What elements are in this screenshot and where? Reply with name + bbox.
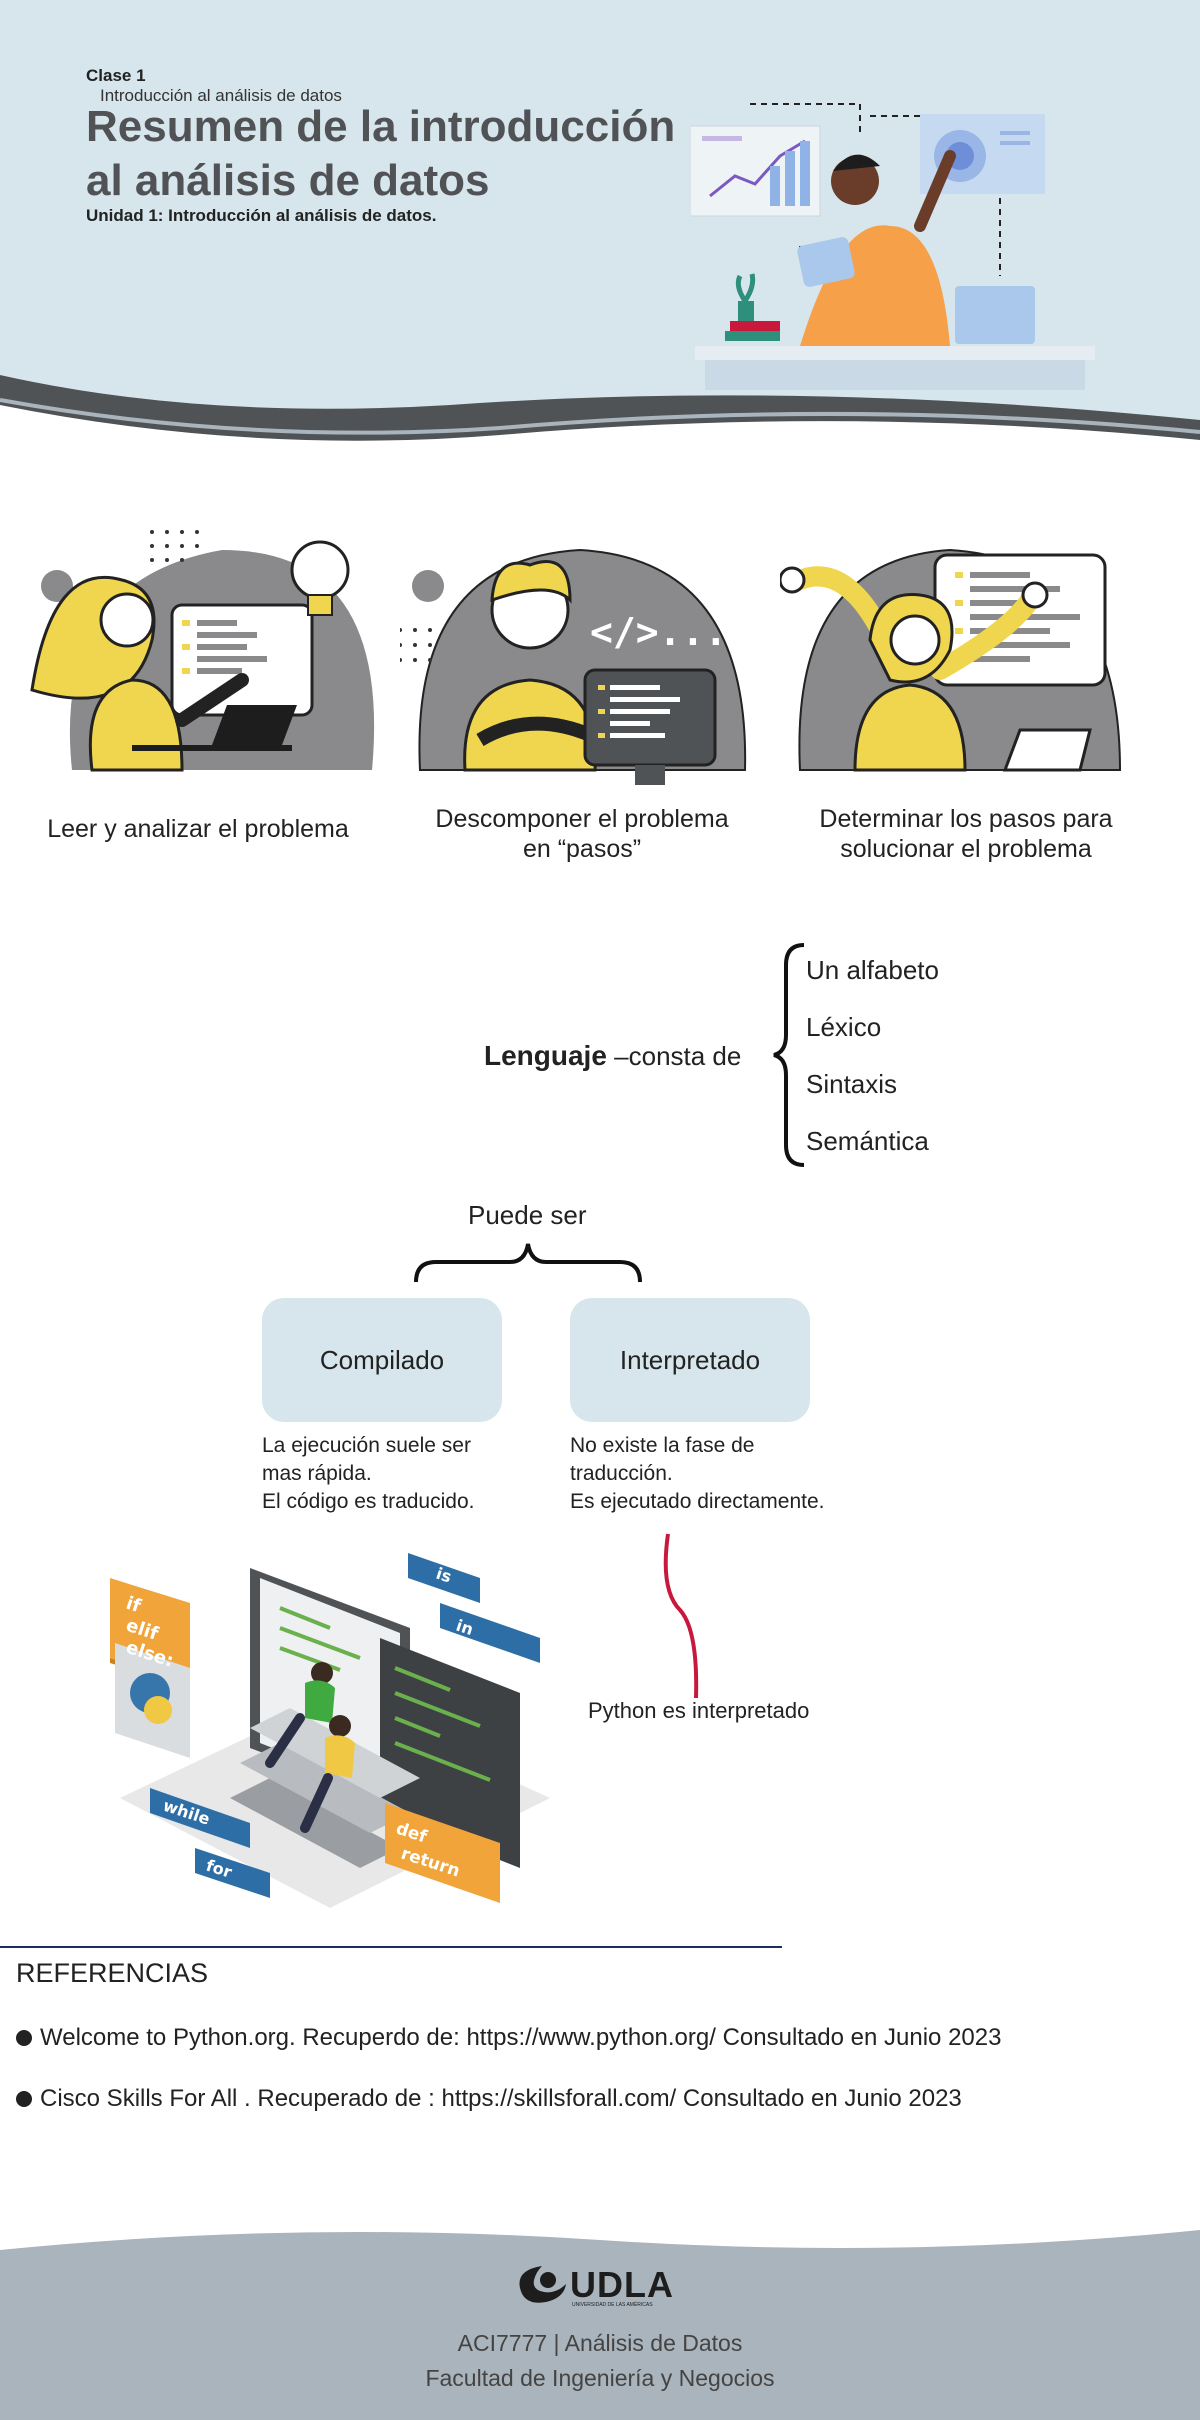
step-caption-decompose: Descomponer el problema en “pasos”: [402, 804, 762, 864]
connector-line: [663, 1533, 699, 1699]
udla-logo: UDLA UNIVERSIDAD DE LAS AMÉRICAS: [516, 2262, 686, 2316]
lenguaje-rest: –consta de: [606, 1041, 742, 1071]
compilado-description: La ejecución suele ser mas rápida. El có…: [262, 1432, 474, 1516]
compilado-desc-line2: mas rápida.: [262, 1462, 372, 1485]
lenguaje-word: Lenguaje: [484, 1040, 607, 1071]
header-wave: [0, 375, 1200, 480]
page-title-line1: Resumen de la introducción: [86, 102, 676, 151]
compilado-desc-line1: La ejecución suele ser: [262, 1434, 471, 1457]
component-alfabeto: Un alfabeto: [806, 955, 939, 985]
curly-brace-horizontal: [414, 1243, 642, 1283]
class-label: Clase 1: [86, 66, 146, 85]
step-caption-read: Leer y analizar el problema: [47, 815, 349, 843]
compilado-desc-line3: El código es traducido.: [262, 1490, 475, 1513]
footer-course: ACI7777 | Análisis de Datos: [457, 2330, 743, 2356]
presenter-illustration: [690, 103, 1095, 390]
compilado-box: Compilado: [262, 1298, 502, 1422]
page-title: Resumen de la introducción al análisis d…: [86, 100, 675, 208]
reference-cisco: Cisco Skills For All . Recuperado de : h…: [40, 2085, 962, 2112]
page-title-line2: al análisis de datos: [86, 156, 490, 205]
component-sintaxis: Sintaxis: [806, 1069, 898, 1099]
udla-logo-mark: [519, 2266, 566, 2303]
reference-item: Cisco Skills For All . Recuperado de : h…: [16, 2085, 962, 2113]
component-semantica: Semántica: [806, 1126, 929, 1156]
interpretado-desc-line3: Es ejecutado directamente.: [570, 1490, 825, 1513]
keyword-is: is: [434, 1564, 454, 1587]
reference-item: Welcome to Python.org. Recuperdo de: htt…: [16, 2024, 1001, 2052]
interpretado-desc-line2: traducción.: [570, 1462, 673, 1485]
reference-python: Welcome to Python.org. Recuperdo de: htt…: [40, 2024, 1002, 2051]
step-caption-determine: Determinar los pasos para solucionar el …: [786, 804, 1146, 864]
interpretado-description: No existe la fase de traducción. Es ejec…: [570, 1432, 824, 1516]
reading-woman-illustration: [30, 530, 375, 772]
footer-faculty: Facultad de Ingeniería y Negocios: [425, 2365, 775, 2391]
python-note: Python es interpretado: [588, 1698, 810, 1723]
interpretado-box: Interpretado: [570, 1298, 810, 1422]
interpretado-desc-line1: No existe la fase de: [570, 1434, 755, 1457]
python-coding-illustration: if elif else: is in while for def return: [110, 1553, 550, 1908]
keyword-in: in: [454, 1616, 476, 1639]
lenguaje-statement: Lenguaje –consta de: [484, 1040, 741, 1072]
celebrating-woman-illustration: [780, 548, 1122, 772]
bullet-icon: [16, 2030, 32, 2046]
step-caption-decompose-line2: en “pasos”: [522, 835, 642, 863]
footer-band: [0, 2230, 1200, 2420]
developer-man-illustration: </>...: [400, 548, 747, 785]
bullet-icon: [16, 2091, 32, 2107]
svg-text:</>...: </>...: [590, 610, 727, 654]
udla-logo-text: UDLA: [570, 2264, 674, 2305]
references-divider: [0, 1946, 782, 1948]
keyword-if: if: [123, 1593, 143, 1617]
step-caption-determine-line2: solucionar el problema: [840, 835, 1092, 863]
step-caption-determine-line1: Determinar los pasos para: [819, 805, 1113, 833]
references-heading: REFERENCIAS: [16, 1958, 209, 1988]
puede-ser-label: Puede ser: [468, 1200, 587, 1230]
curly-brace-vertical: [773, 943, 805, 1167]
unit-subtitle: Unidad 1: Introducción al análisis de da…: [86, 206, 437, 225]
breadcrumb: Introducción al análisis de datos: [100, 86, 342, 105]
component-lexico: Léxico: [806, 1012, 882, 1042]
step-caption-decompose-line1: Descomponer el problema: [435, 805, 729, 833]
udla-logo-subtext: UNIVERSIDAD DE LAS AMÉRICAS: [572, 2302, 653, 2308]
